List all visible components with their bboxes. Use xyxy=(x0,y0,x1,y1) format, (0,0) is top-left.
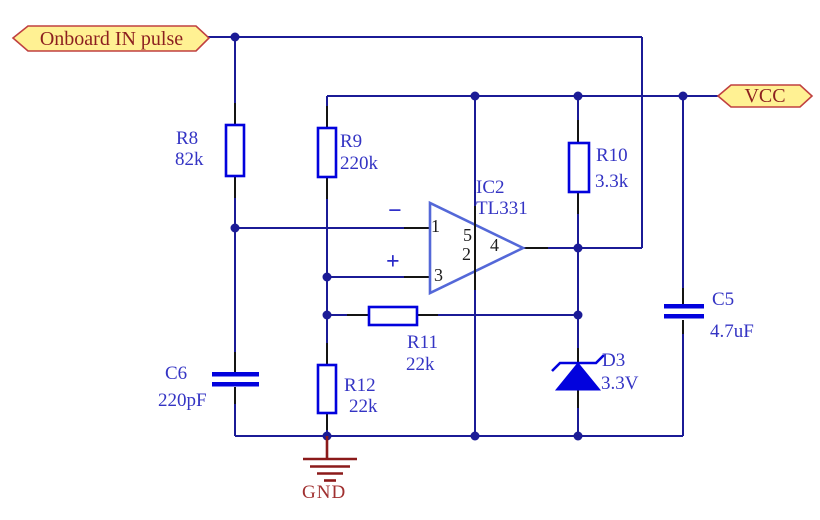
pin-stubs xyxy=(234,103,684,430)
inverting-minus-sign: − xyxy=(388,198,402,224)
capacitors xyxy=(212,304,704,387)
opamp-ic2-symbol[interactable] xyxy=(428,200,526,296)
pin-4-label: 4 xyxy=(490,235,499,255)
flag-vcc[interactable] xyxy=(716,84,814,108)
noninverting-plus-sign: + xyxy=(386,249,400,275)
pin-2-label: 2 xyxy=(462,244,471,264)
r8-ref-label: R8 xyxy=(176,128,199,149)
zener-d3-symbol[interactable] xyxy=(551,354,605,391)
c6-ref-label: C6 xyxy=(165,363,188,384)
resistor-r12-symbol[interactable] xyxy=(316,363,338,415)
d3-ref-label: D3 xyxy=(602,350,626,371)
pin-3-label: 3 xyxy=(434,265,443,285)
pin-5-label: 5 xyxy=(463,225,472,245)
capacitor-c5-symbol[interactable] xyxy=(664,304,704,319)
r9-ref-label: R9 xyxy=(340,131,363,152)
d3-value-label: 3.3V xyxy=(601,373,639,394)
resistor-r9-symbol[interactable] xyxy=(316,126,338,179)
resistor-r8-symbol[interactable] xyxy=(224,123,246,178)
r11-value-label: 22k xyxy=(406,354,435,375)
ic2-part-label: TL331 xyxy=(476,198,528,219)
ic2-ref-label: IC2 xyxy=(476,177,505,198)
r8-value-label: 82k xyxy=(175,149,204,170)
r10-value-label: 3.3k xyxy=(595,171,629,192)
c5-value-label: 4.7uF xyxy=(710,321,754,342)
flag-vcc-label: VCC xyxy=(744,85,786,107)
r10-ref-label: R10 xyxy=(596,145,628,166)
resistors xyxy=(224,123,591,415)
flag-onboard-in-pulse[interactable] xyxy=(11,25,211,52)
capacitor-c6-symbol[interactable] xyxy=(212,372,259,387)
resistor-r11-symbol[interactable] xyxy=(367,305,419,327)
r12-ref-label: R12 xyxy=(344,375,376,396)
resistor-r10-symbol[interactable] xyxy=(567,141,591,194)
r11-ref-label: R11 xyxy=(407,332,438,353)
pin-1-label: 1 xyxy=(431,216,440,236)
r9-value-label: 220k xyxy=(340,153,378,174)
c6-value-label: 220pF xyxy=(158,390,207,411)
ground-symbol[interactable] xyxy=(303,436,357,482)
flag-onboard-label: Onboard IN pulse xyxy=(39,27,184,50)
r12-value-label: 22k xyxy=(349,396,378,417)
gnd-label: GND xyxy=(302,482,347,503)
c5-ref-label: C5 xyxy=(712,289,735,310)
